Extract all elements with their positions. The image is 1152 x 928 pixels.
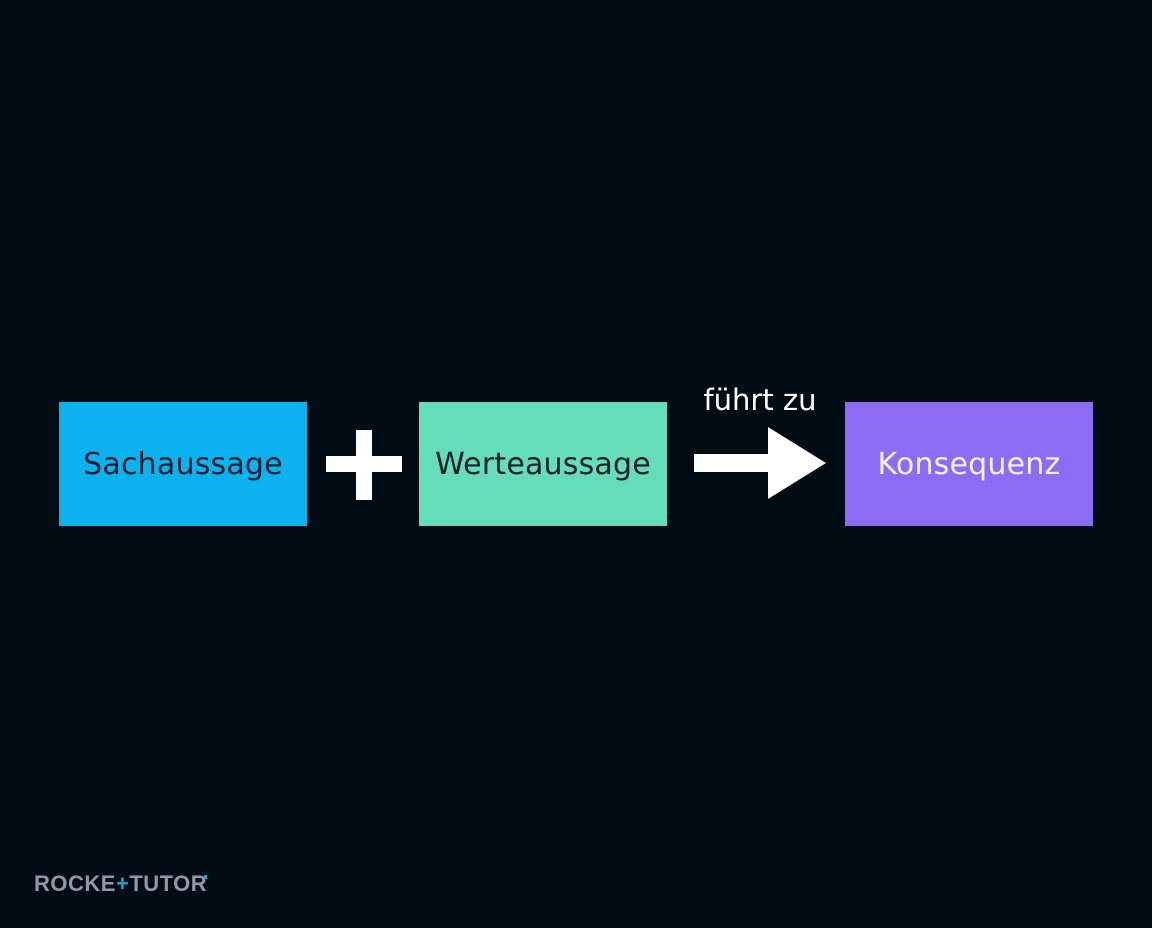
- plus-icon: [326, 430, 402, 500]
- logo-plus: +: [115, 871, 130, 896]
- node-sachaussage: Sachaussage: [59, 402, 307, 526]
- node-konsequenz: Konsequenz: [845, 402, 1093, 526]
- edge-label: führt zu: [703, 383, 817, 417]
- arrow-right-icon: [694, 427, 826, 499]
- rocket-tutor-logo: ROCKE+TUTOR: [34, 870, 208, 898]
- logo-part-2-text: TUTOR: [129, 871, 208, 896]
- logo-part-1: ROCKE: [34, 871, 116, 896]
- logo-accent-mark: [204, 875, 208, 879]
- logo-part-2: TUTOR: [129, 871, 208, 897]
- node-werteaussage: Werteaussage: [419, 402, 667, 526]
